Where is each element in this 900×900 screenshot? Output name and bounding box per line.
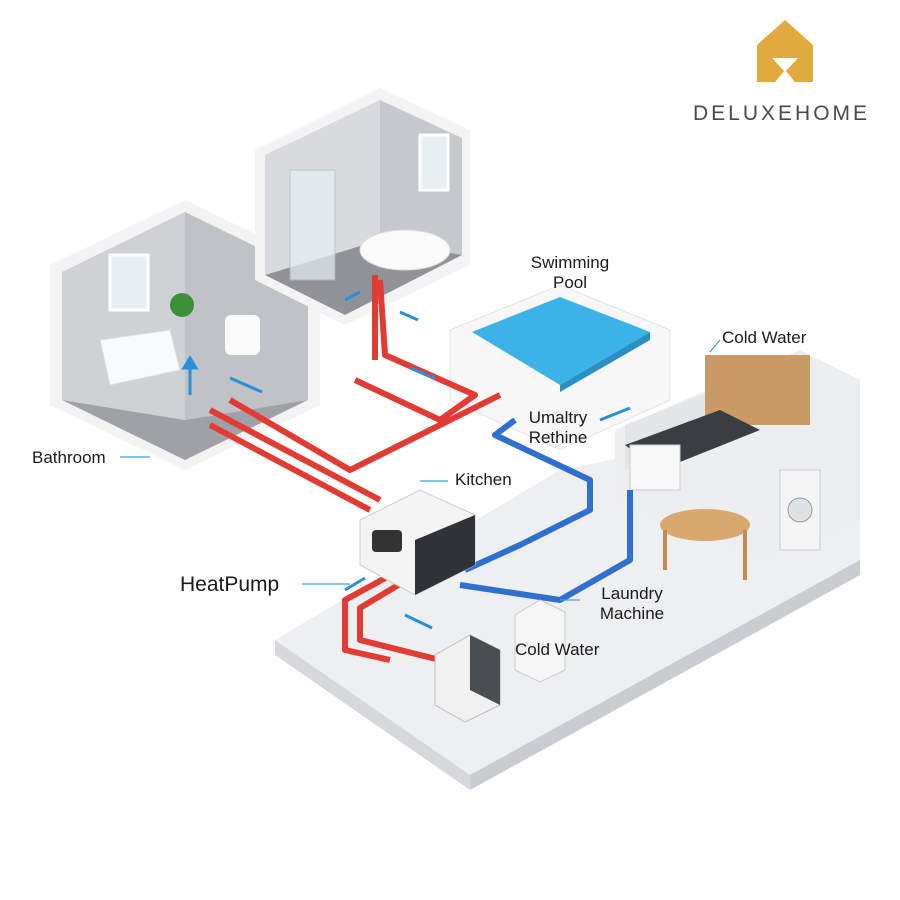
label-cold-water-top: Cold Water	[722, 328, 807, 347]
kitchen-room	[615, 350, 860, 580]
label-utility-room: Umaltry Rethine	[528, 408, 588, 447]
bathroom-2-room	[255, 88, 470, 325]
brand-name: DELUXEHOME	[693, 102, 871, 125]
floor-slab-edge	[275, 640, 470, 790]
heat-pump-unit	[359, 489, 476, 596]
label-kitchen: Kitchen	[455, 470, 512, 489]
deluxehome-logo-icon	[757, 20, 813, 82]
label-swimming-pool: Swimming Pool	[530, 253, 610, 292]
floor-slab-edge-right	[470, 560, 860, 790]
cold-water-pipes	[459, 417, 633, 603]
laundry-machine	[514, 599, 566, 683]
bathroom-room	[50, 200, 320, 470]
label-cold-water-bottom: Cold Water	[515, 640, 600, 659]
swimming-pool	[449, 284, 671, 451]
outdoor-unit	[434, 634, 501, 723]
label-laundry-machine: Laundry Machine	[599, 584, 665, 623]
flow-arrows	[181, 290, 631, 630]
callout-lines	[120, 339, 721, 601]
hot-water-pipes	[208, 275, 502, 663]
label-heatpump: HeatPump	[180, 573, 280, 596]
label-bathroom: Bathroom	[32, 448, 106, 467]
